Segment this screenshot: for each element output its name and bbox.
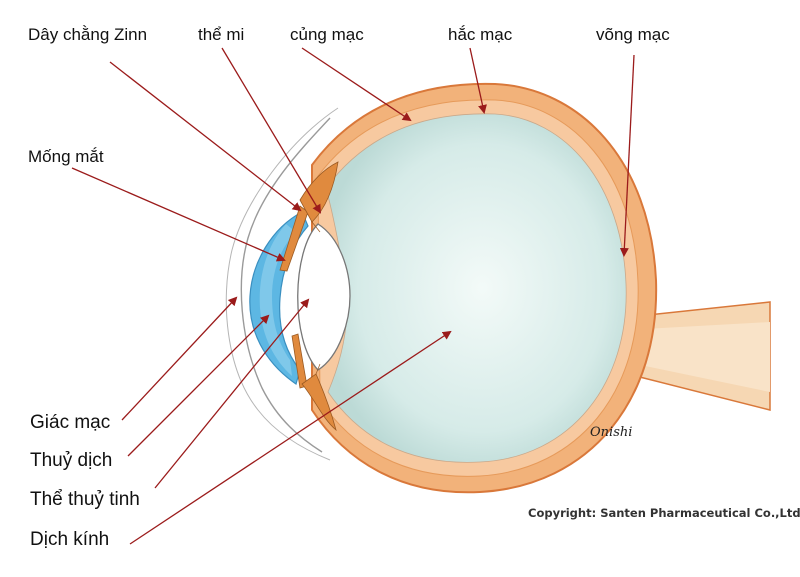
arrow-zinn xyxy=(109,61,302,212)
arrow-choroid xyxy=(469,47,487,114)
zonule-fiber xyxy=(315,363,321,375)
optic-nerve-inner xyxy=(626,322,770,392)
lens-shape xyxy=(297,223,351,371)
vitreous-body xyxy=(325,113,627,463)
label-aqueous-humor: Thuỷ dịch xyxy=(30,450,112,471)
artist-signature: Onishi xyxy=(590,425,632,440)
label-ciliary-body: thể mi xyxy=(198,25,244,44)
arrow-vitreous xyxy=(129,330,452,545)
zonule-fiber xyxy=(311,221,321,233)
arrow-lens xyxy=(154,298,310,489)
label-vitreous: Dịch kính xyxy=(30,529,109,550)
ciliary-body-lower xyxy=(301,373,337,432)
eyelid-outline xyxy=(240,117,331,453)
label-retina: võng mạc xyxy=(596,25,670,44)
arrow-cornea xyxy=(121,296,238,421)
label-sclera: củng mạc xyxy=(290,25,364,44)
label-lens: Thể thuỷ tinh xyxy=(30,489,140,510)
arrow-retina xyxy=(619,54,635,257)
arrow-sclera xyxy=(301,47,412,122)
arrow-ciliary-body xyxy=(221,47,322,214)
label-choroid: hắc mạc xyxy=(448,25,513,44)
arrow-iris xyxy=(71,167,286,262)
arrow-aqueous-humor xyxy=(127,314,270,457)
label-iris: Mống mắt xyxy=(28,147,104,166)
cornea-aqueous xyxy=(249,211,309,385)
label-cornea: Giác mạc xyxy=(30,412,110,433)
aqueous-front xyxy=(259,224,296,376)
copyright-text: Copyright: Santen Pharmaceutical Co.,Ltd xyxy=(528,506,800,520)
label-zinn: Dây chằng Zinn xyxy=(28,25,147,44)
